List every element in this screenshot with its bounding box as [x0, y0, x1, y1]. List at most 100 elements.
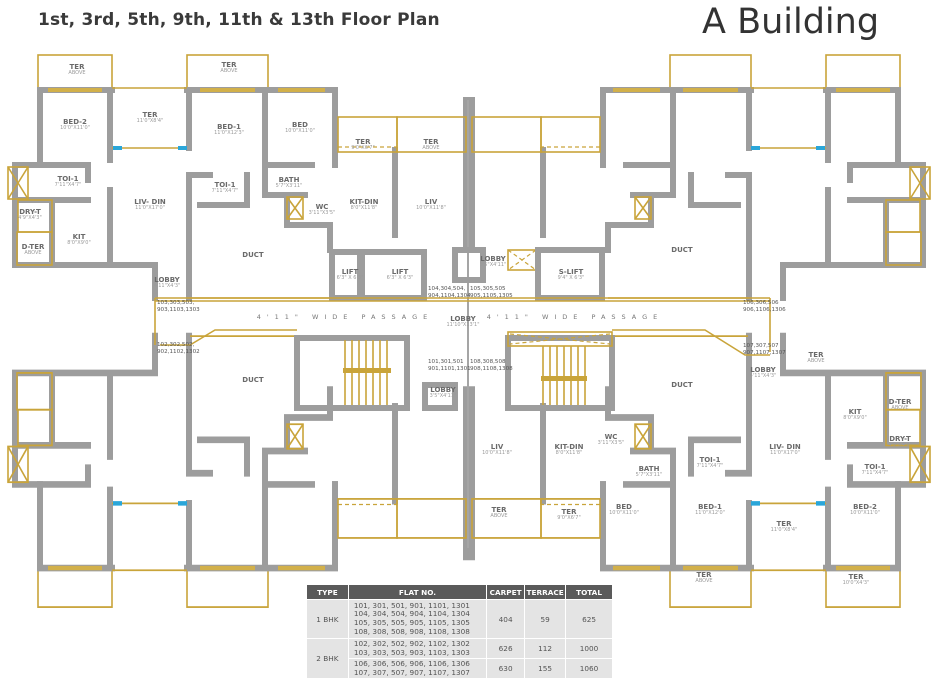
room-name: TER [491, 506, 507, 515]
flat-list-line: 103, 303, 503, 903, 1103, 1303 [353, 647, 470, 657]
table-row: 106, 306, 506, 906, 1106, 1306 107, 307,… [307, 658, 613, 679]
room-name: WC [604, 433, 618, 442]
staircase-left [294, 335, 410, 411]
header-carpet: CARPET [486, 584, 526, 600]
room-name: TER [142, 111, 158, 120]
room-name: KIT-DIN [554, 443, 584, 452]
room-dimension: 9'4" X 6'3" [557, 275, 585, 282]
room-name: LOBBY [480, 255, 506, 264]
terrace-cell: 112 [524, 638, 567, 659]
type-cell: 1 BHK [306, 599, 349, 639]
passage-label: 4'11" WIDE PASSAGE [256, 313, 434, 321]
flat-number-tag: 102,302,502,902,1102,1302 [157, 342, 200, 357]
room-name: DRY-T [889, 435, 911, 444]
room-dimension: 4'11"X4'3" [153, 283, 181, 290]
room-name: D-TER [21, 243, 45, 252]
carpet-cell: 630 [486, 658, 526, 679]
flat-numbers: 107,307,507 [743, 343, 779, 349]
flat-numbers: 907,1107,1307 [743, 350, 786, 357]
room-dimension: 10'0"X11'0" [850, 510, 880, 517]
room-dimension: 11'0"X8'4" [136, 118, 164, 125]
room-dimension: 8'0"X9'0" [67, 240, 91, 247]
room-dimension: 11'0"X17'0" [135, 205, 165, 212]
flat-list-line: 105, 305, 505, 905, 1105, 1305 [353, 618, 470, 627]
room-name: BED-2 [63, 118, 87, 127]
carpet-cell: 626 [486, 638, 526, 659]
room-name: BED [292, 121, 308, 130]
room-dimension: 10'0"X11'8" [482, 450, 512, 457]
room-name: TER [423, 138, 439, 147]
flats-cell: 101, 301, 501, 901, 1101, 1301 104, 304,… [347, 599, 488, 639]
room-name: LIV- DIN [769, 443, 801, 452]
flat-list-line: 101, 301, 501, 901, 1101, 1301 [353, 600, 470, 610]
room-name: LIV- DIN [134, 198, 166, 207]
flat-numbers: 901,1101,1301 [428, 366, 471, 373]
room-name: BATH [638, 465, 660, 474]
room-dimension: 3'11"X3'5" [597, 440, 625, 447]
room-label: DUCT [242, 251, 263, 259]
room-name: LIFT [341, 268, 359, 277]
room-dimension: 11'10"X13'1" [446, 322, 480, 329]
room-dimension: 7'11"X4'7" [211, 188, 239, 195]
room-name: DUCT [671, 245, 693, 254]
flat-list-line: 104, 304, 504, 904, 1104, 1304 [353, 609, 470, 619]
room-dimension: 4'11"X4'3" [749, 373, 777, 380]
room-name: BATH [278, 176, 300, 185]
flat-numbers: 904,1104,1304 [428, 293, 471, 300]
building-name: A Building [702, 2, 880, 42]
room-dimension: 11'0"X12'3" [214, 130, 244, 137]
room-dimension: 10'0"X11'0" [285, 128, 315, 135]
room-label: DUCT [242, 376, 263, 384]
flat-list-line: 108, 308, 508, 908, 1108, 1308 [353, 626, 470, 636]
room-dimension: 10'0"X11'0" [609, 510, 639, 517]
flats-cell: 102, 302, 502, 902, 1102, 1302 103, 303,… [347, 638, 488, 659]
room-dimension: ABOVE [24, 250, 42, 257]
room-dimension: 4'9"X4'3" [18, 215, 42, 222]
header-total: TOTAL [565, 584, 613, 600]
area-table: TYPE FLAT NO. CARPET TERRACE TOTAL 1 BHK… [306, 584, 613, 679]
room-dimension: 8'0"X11'8" [350, 205, 378, 212]
flat-numbers: 108,308,508 [470, 359, 506, 365]
room-name: TER [776, 520, 792, 529]
flat-number-tag: 104,304,504,904,1104,1304 [428, 286, 471, 301]
room-dimension: 11'0"X8'4" [770, 527, 798, 534]
room-dimension: 3'11"X3'5" [308, 210, 336, 217]
room-dimension: 10'0"X11'8" [416, 205, 446, 212]
flat-numbers: 105,305,505 [470, 286, 506, 292]
total-cell: 1000 [565, 638, 613, 659]
table-row: 1 BHK 101, 301, 501, 901, 1101, 1301 104… [306, 599, 613, 639]
room-name: TER [696, 571, 712, 580]
flat-number-tag: 103,303,503,903,1103,1303 [157, 300, 200, 315]
flat-numbers: 103,303,503, [157, 300, 195, 306]
room-name: TOI-1 [57, 175, 79, 184]
room-dimension: 9'0"X6'7" [557, 515, 581, 522]
